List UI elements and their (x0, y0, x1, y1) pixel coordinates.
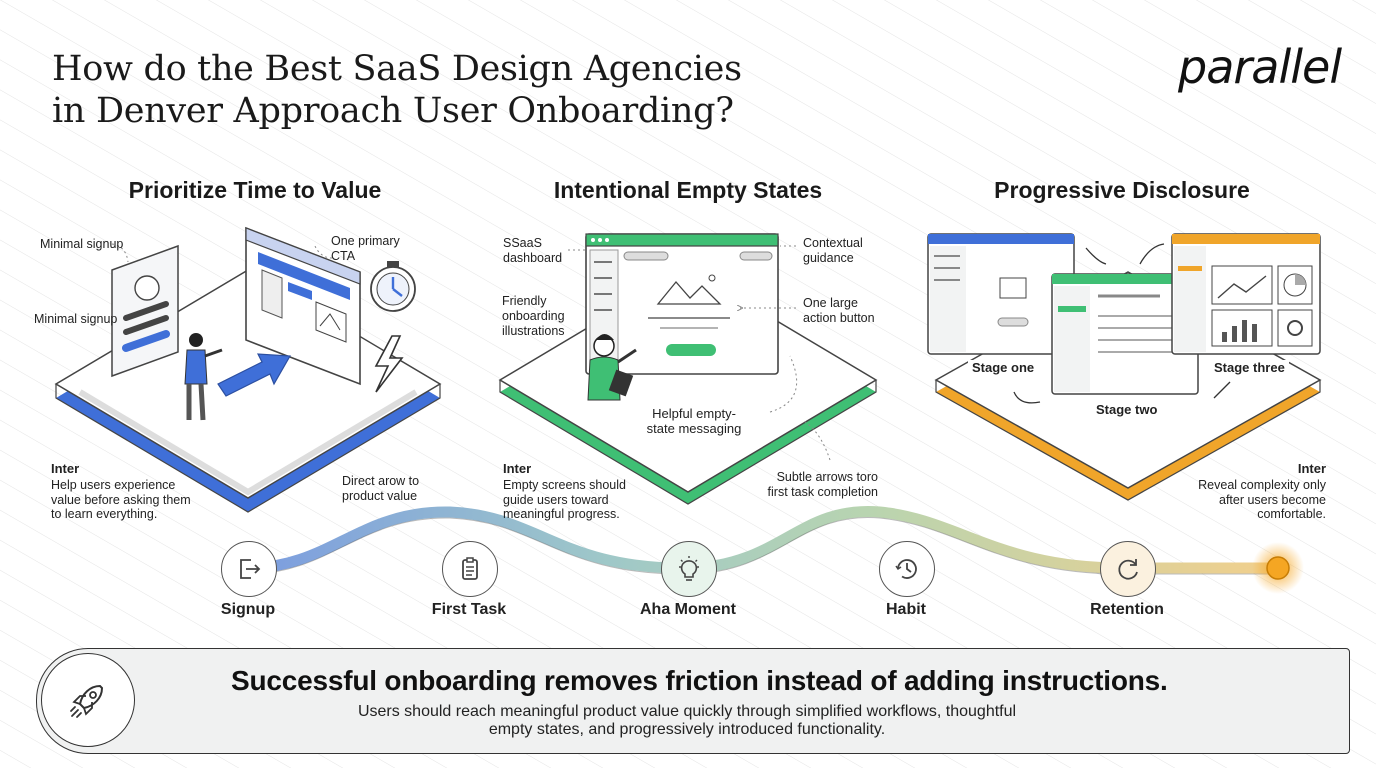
description-line: Reveal complexity only (1198, 478, 1326, 492)
page-title-line2: in Denver Approach User Onboarding? (52, 91, 734, 131)
banner-body: Users should reach meaningful product va… (357, 703, 1017, 738)
step-label-habit: Habit (886, 601, 926, 618)
step-first-task (442, 541, 498, 597)
section-heading-progressive-disclosure: Progressive Disclosure (994, 177, 1250, 203)
annotation-empty-state-messaging: Helpful empty-state messaging (646, 406, 742, 436)
stage-three-label: Stage three (1210, 360, 1289, 375)
brand-logo: parallel (1178, 40, 1342, 94)
description-line: Help users experience (51, 478, 176, 492)
step-label-aha-moment: Aha Moment (640, 601, 736, 618)
step-retention (1100, 541, 1156, 597)
description-line: to learn everything. (51, 507, 158, 521)
signup-icon (240, 559, 261, 579)
clock-icon (895, 559, 917, 579)
description-progressive-disclosure: Reveal complexity only after users becom… (1176, 478, 1326, 522)
value-arrow (217, 353, 291, 397)
description-empty-states: Empty screens should guide users toward … (503, 478, 626, 522)
section-heading-time-to-value: Prioritize Time to Value (128, 177, 382, 203)
description-line: guide users toward (503, 492, 609, 507)
person-with-tablet (587, 334, 637, 401)
step-label-first-task: First Task (431, 601, 507, 618)
journey-endpoint (1266, 556, 1290, 580)
page-title-line1: How do the Best SaaS Design Agencies (52, 49, 742, 89)
inter-heading-1: Inter (51, 461, 80, 476)
lightning-icon (374, 335, 404, 393)
description-line: meaningful progress. (503, 507, 620, 521)
person-figure (184, 333, 223, 421)
annotation-direct-arrow: Direct arow to product value (342, 474, 420, 503)
annotation-saas-dashboard: SSaaS dashboard (503, 236, 563, 265)
annotation-minimal-signup-1: Minimal signup (40, 237, 124, 251)
product-window (245, 226, 361, 386)
section-heading-empty-states: Intentional Empty States (553, 177, 823, 203)
stage-two-label: Stage two (1092, 402, 1162, 417)
signup-card (111, 244, 179, 378)
annotation-large-action-button: One large action button (803, 296, 875, 325)
rocket-badge (41, 653, 135, 747)
lightbulb-icon (679, 556, 699, 581)
stage-one-label: Stage one (968, 360, 1039, 375)
stage-two-window (1051, 273, 1199, 395)
inter-heading-2: Inter (503, 461, 532, 476)
description-line: comfortable. (1257, 507, 1326, 521)
empty-dashboard-window (585, 233, 779, 375)
step-habit (879, 541, 935, 597)
annotation-minimal-signup-2: Minimal signup (34, 312, 118, 326)
summary-banner: Successful onboarding removes friction i… (36, 648, 1350, 754)
stage-one-window (927, 233, 1075, 355)
inter-heading-3: Inter (1297, 461, 1326, 476)
stopwatch-icon (370, 261, 416, 312)
step-label-signup: Signup (220, 601, 276, 618)
annotation-one-primary-cta: One primary CTA (331, 234, 400, 263)
description-line: value before asking them (51, 492, 191, 507)
step-label-retention: Retention (1090, 601, 1164, 618)
annotation-subtle-arrows: Subtle arrows toro first task completion (767, 470, 878, 499)
description-line: after users become (1219, 492, 1326, 507)
annotation-onboarding-illustrations: Friendly onboarding illustrations (502, 294, 565, 338)
clipboard-icon (462, 557, 478, 580)
banner-headline: Successful onboarding removes friction i… (231, 665, 1168, 696)
step-aha-moment (661, 541, 717, 597)
step-signup (221, 541, 277, 597)
stage-three-window (1171, 233, 1321, 355)
annotation-contextual-guidance: Contextual guidance (803, 236, 863, 265)
page-title: How do the Best SaaS Design Agencies in … (52, 48, 742, 132)
description-line: Empty screens should (503, 478, 626, 492)
refresh-icon (1118, 559, 1138, 580)
rocket-icon (70, 684, 104, 718)
description-time-to-value: Help users experience value before askin… (51, 478, 191, 522)
